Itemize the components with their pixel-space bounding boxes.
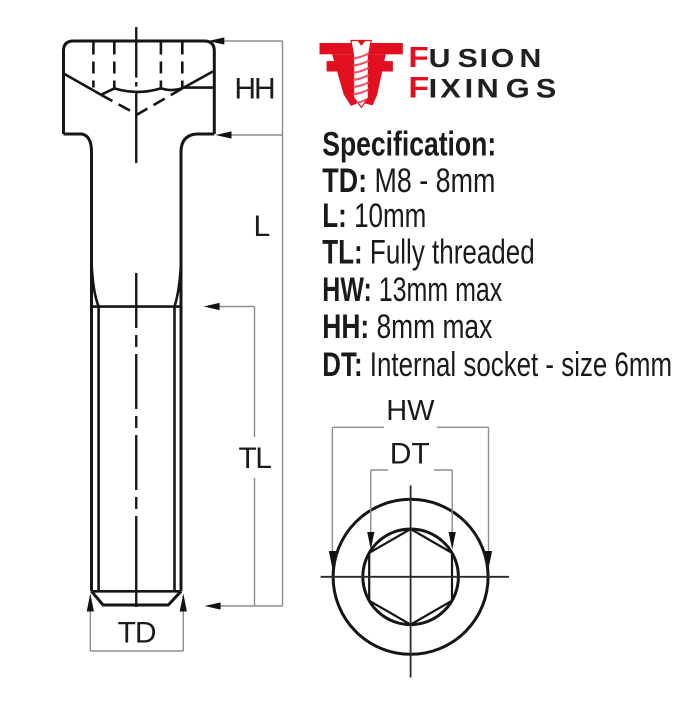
svg-text:L: L (254, 210, 271, 243)
svg-text:TD: TD (118, 617, 156, 650)
svg-text:TL: TL (238, 442, 271, 475)
svg-text:L: 10mm: L: 10mm (322, 198, 426, 235)
svg-text:DT: DT (390, 437, 430, 470)
svg-text:TL: Fully threaded: TL: Fully threaded (322, 234, 534, 271)
svg-text:HW: 13mm max: HW: 13mm max (322, 271, 502, 309)
svg-text:FUSION: FUSION (408, 41, 541, 73)
svg-text:DT: Internal socket - size 6mm: DT: Internal socket - size 6mm (322, 347, 672, 384)
svg-text:TD: M8 - 8mm: TD: M8 - 8mm (322, 162, 495, 200)
svg-text:HW: HW (386, 395, 435, 427)
svg-text:Specification:: Specification: (322, 125, 496, 163)
svg-text:FIXINGS: FIXINGS (408, 71, 556, 104)
svg-text:HH: HH (234, 73, 274, 106)
svg-text:HH: 8mm max: HH: 8mm max (322, 308, 492, 346)
